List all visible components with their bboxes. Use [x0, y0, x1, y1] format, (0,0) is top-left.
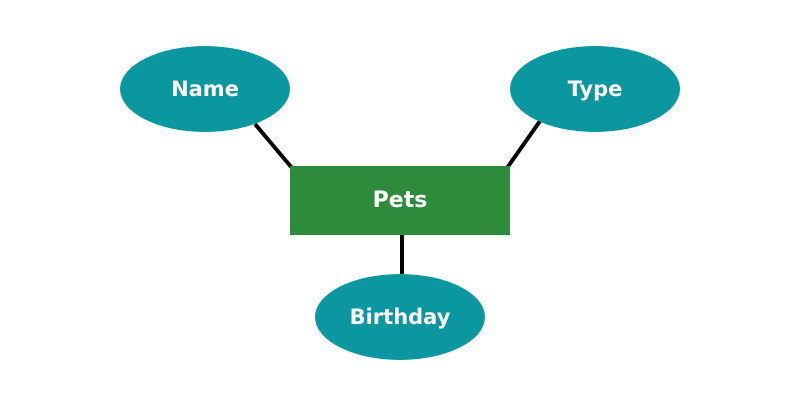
- connector-name-to-pets: [253, 122, 294, 170]
- attribute-type: Type: [510, 46, 680, 132]
- attribute-name: Name: [120, 46, 290, 132]
- attribute-birthday: Birthday: [315, 274, 485, 360]
- connector-type-to-pets: [505, 119, 542, 170]
- entity-pets: Pets: [290, 166, 510, 235]
